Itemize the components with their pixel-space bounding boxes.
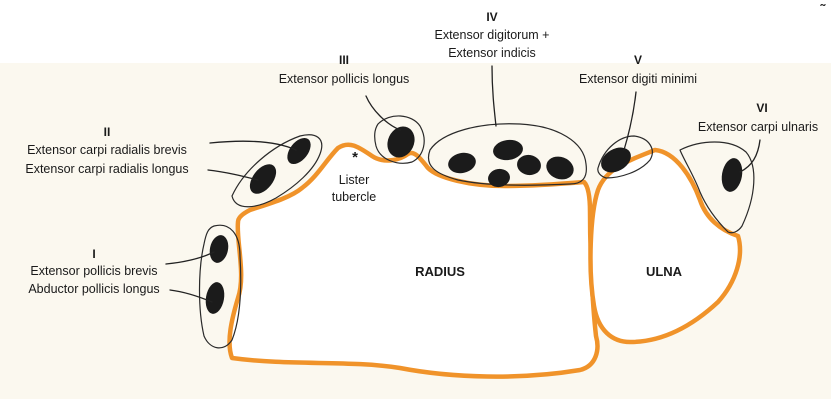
compartment-ii-label-line1: Extensor carpi radialis brevis (27, 143, 187, 157)
compartment-vi-label: Extensor carpi ulnaris (698, 120, 818, 134)
lister-tubercle-label-line1: Lister (339, 173, 370, 187)
compartment-i-label-line2: Abductor pollicis longus (28, 282, 159, 296)
compartment-v-label: Extensor digiti minimi (579, 72, 697, 86)
radius-label: RADIUS (415, 264, 465, 279)
compartment-iii-label: Extensor pollicis longus (279, 72, 410, 86)
ulna-label: ULNA (646, 264, 683, 279)
compartment-ii-numeral: II (104, 125, 111, 139)
compartment-v-numeral: V (634, 53, 642, 67)
compartment-i-label-line1: Extensor pollicis brevis (30, 264, 157, 278)
compartment-iv-label-line2: Extensor indicis (448, 46, 536, 60)
compartment-iv-label-line1: Extensor digitorum + (435, 28, 550, 42)
lister-tubercle-label-line2: tubercle (332, 190, 377, 204)
compartment-iv-numeral: IV (486, 10, 497, 24)
compartment-vi-numeral: VI (756, 101, 767, 115)
lister-tubercle-marker: * (352, 149, 358, 166)
compartment-ii-label-line2: Extensor carpi radialis longus (25, 162, 188, 176)
compartment-iii-numeral: III (339, 53, 349, 67)
corner-mark: ˜ (819, 1, 826, 17)
compartment-i-numeral: I (92, 247, 95, 261)
